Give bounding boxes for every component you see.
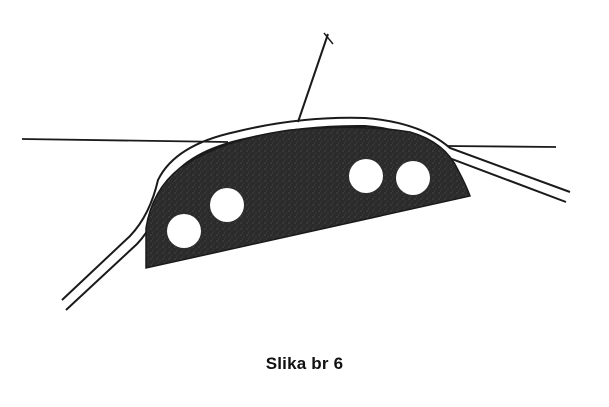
hole-3 [349, 159, 383, 193]
wire-right [446, 145, 557, 148]
figure-caption: Slika br 6 [265, 354, 344, 373]
hole-2 [210, 188, 244, 222]
dark-body [145, 126, 471, 269]
wire-left [21, 138, 229, 143]
band-outer-line [61, 116, 571, 301]
hole-1 [167, 214, 201, 248]
lead-wire-tip [323, 32, 334, 45]
hole-4 [396, 161, 430, 195]
lead-wire [297, 33, 329, 123]
